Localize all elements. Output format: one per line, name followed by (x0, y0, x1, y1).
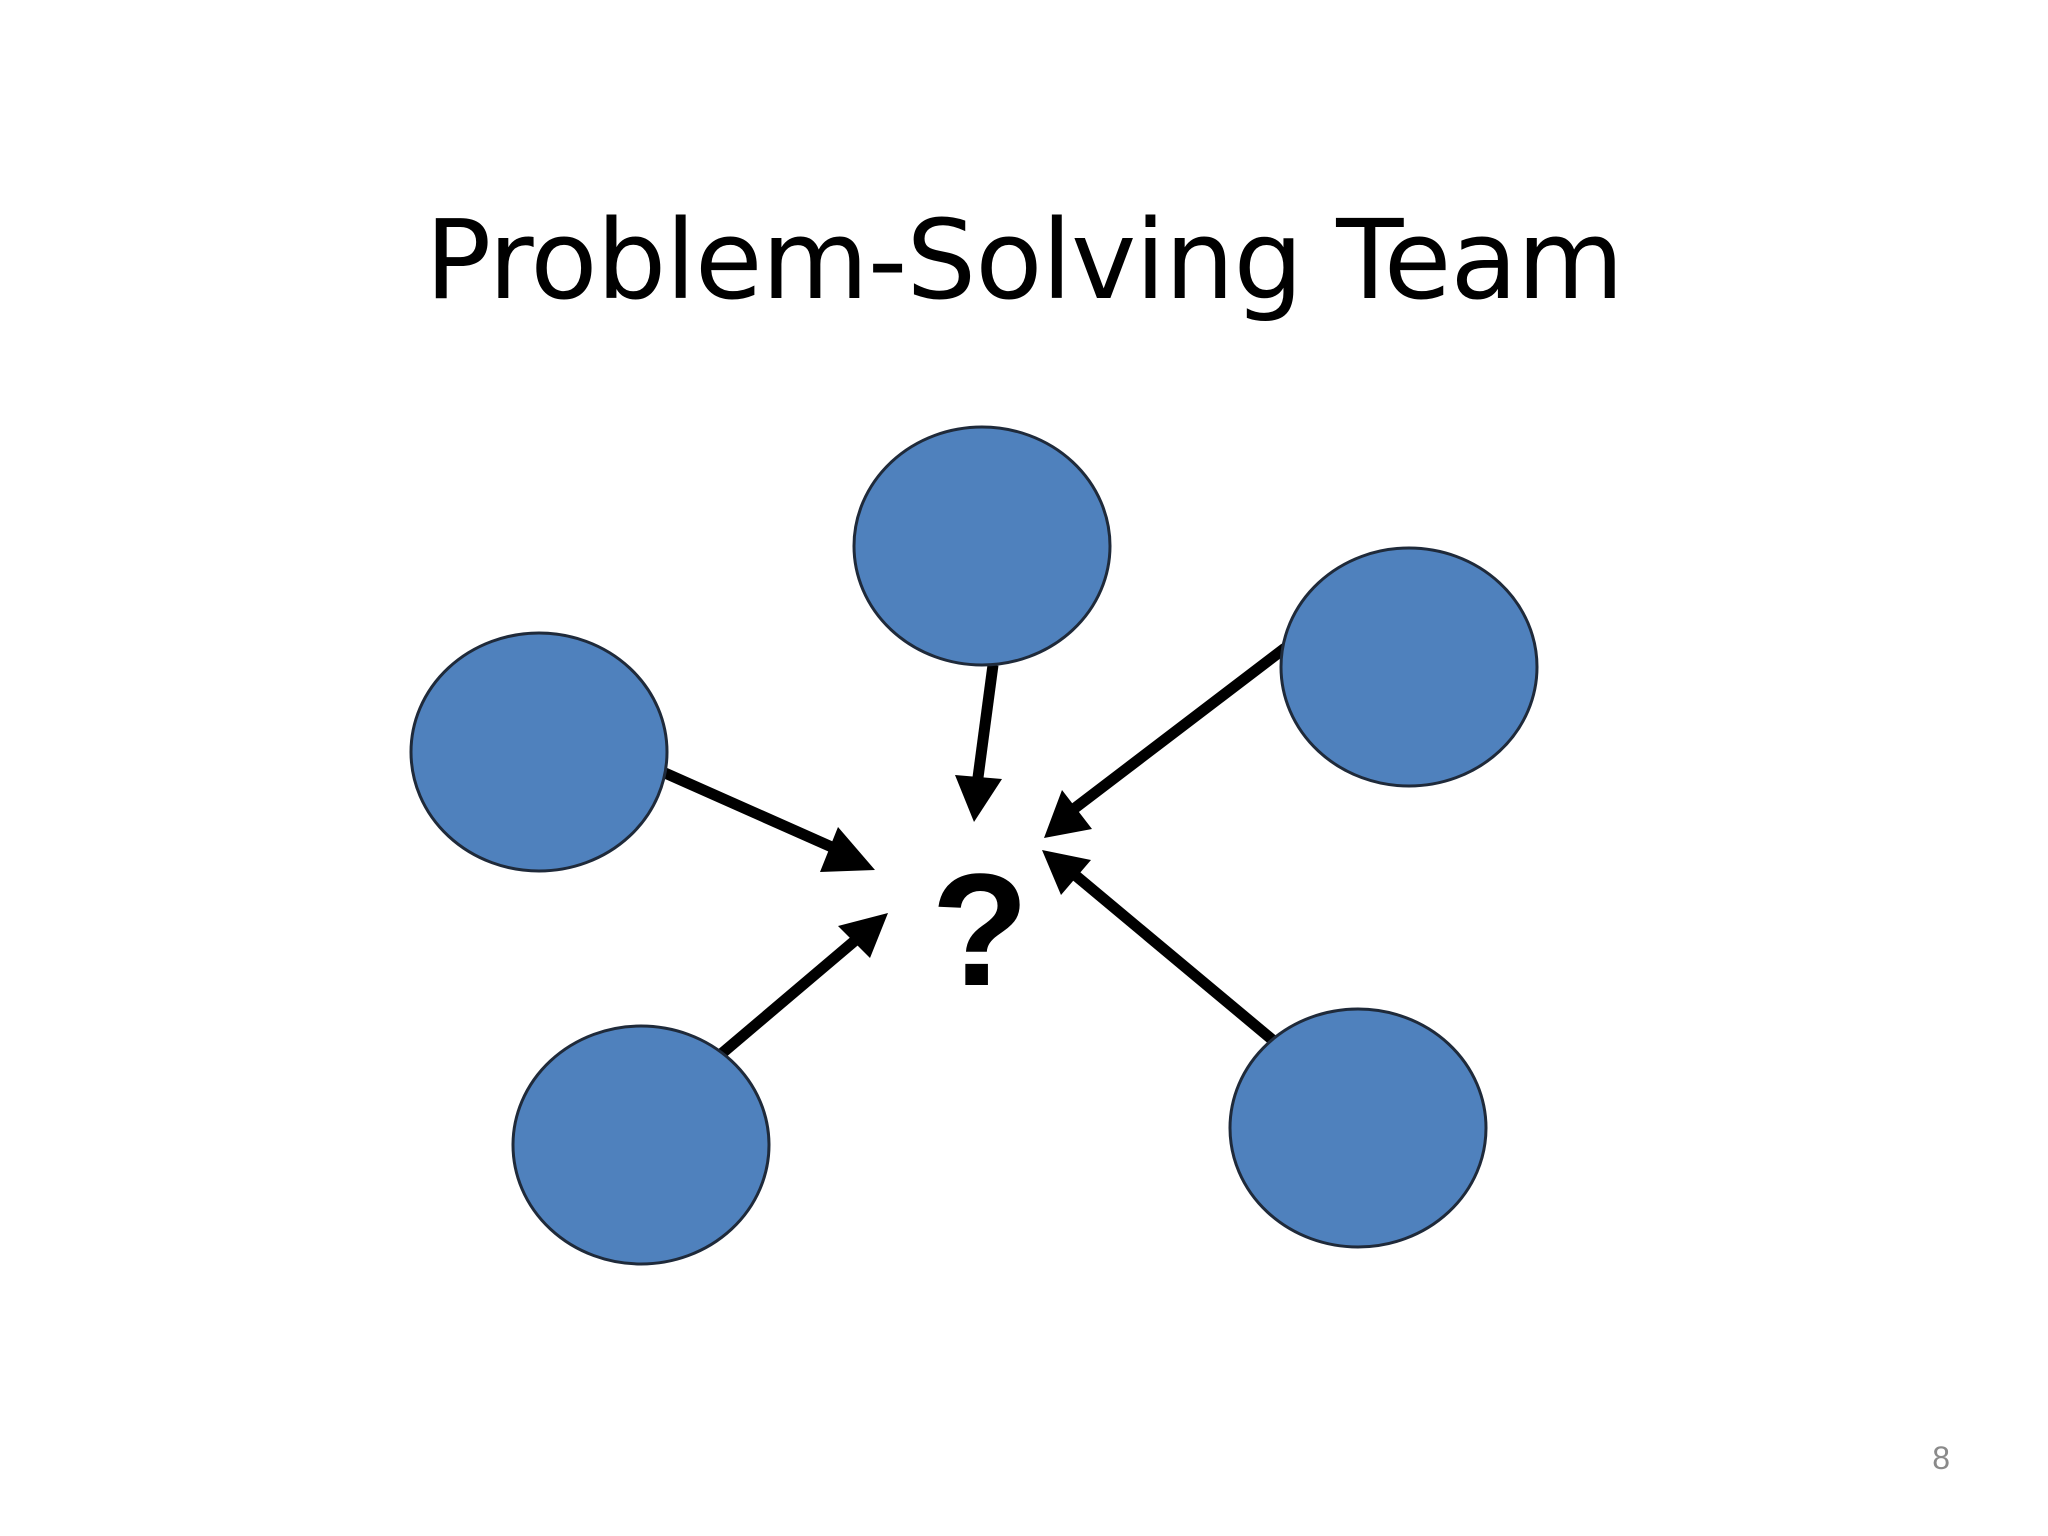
team-member-node-bottom-right (1228, 1007, 1488, 1249)
team-member-node-top (852, 425, 1112, 667)
arrow-left-head (820, 827, 875, 872)
team-member-node-left (409, 631, 669, 873)
team-member-node-bottom-left (511, 1024, 771, 1266)
slide-title: Problem-Solving Team (424, 196, 1624, 324)
arrow-left-shaft (662, 767, 846, 858)
page-number: 8 (1932, 1440, 1950, 1476)
arrow-bottom-right (1042, 850, 1279, 1047)
arrow-left (662, 767, 875, 872)
arrow-bottom-left (716, 913, 888, 1060)
team-member-node-right (1279, 546, 1539, 788)
arrow-top-head (955, 775, 1002, 822)
arrow-bottom-right-head (1042, 850, 1091, 895)
arrow-bottom-left-shaft (716, 933, 862, 1060)
arrow-bottom-right-shaft (1071, 870, 1279, 1047)
arrow-bottom-left-head (838, 913, 888, 958)
center-question-mark: ? (931, 840, 1029, 1019)
arrow-right (1044, 643, 1289, 838)
arrow-top-shaft (971, 664, 999, 786)
arrow-right-shaft (1071, 643, 1289, 813)
arrow-right-head (1044, 790, 1092, 838)
arrow-top (955, 664, 1002, 822)
